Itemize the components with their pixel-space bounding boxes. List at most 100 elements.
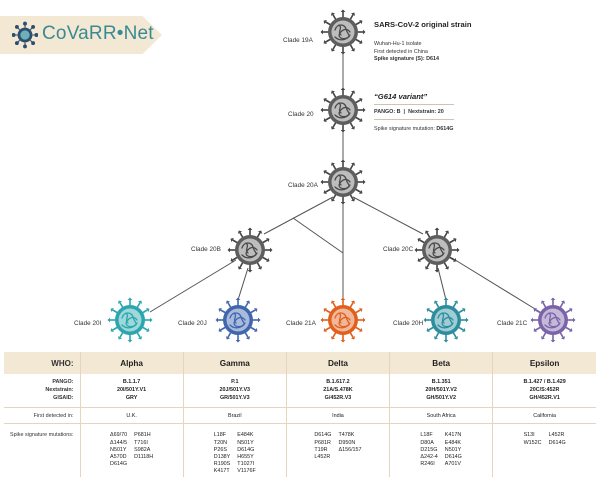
mutation-item: L452R [314, 453, 331, 460]
mutation-item: A701V [444, 460, 461, 467]
mutation-item: D80A [420, 439, 434, 446]
mutation-item: E484K [237, 432, 254, 439]
clade-21a-label: Clade 21A [286, 320, 316, 327]
clade-21c-label: Clade 21C [497, 320, 528, 327]
mutation-item: T716I [134, 439, 148, 446]
clade-20i-label: Clade 20I [74, 320, 102, 327]
g614-spike-signature: Spike signature mutation: D614G [374, 126, 454, 132]
mutation-item: D138Y [213, 453, 231, 460]
virus-alpha-icon [107, 297, 153, 343]
mutation-item: L18F [213, 432, 227, 439]
who-label: WHO: [4, 352, 80, 374]
virus-epsilon-icon [530, 297, 576, 343]
mutation-item: D215G [420, 446, 438, 453]
mutation-item: K417N [444, 432, 462, 439]
mutation-item: T1027I [237, 460, 255, 467]
mutation-item: Δ242-4 [420, 453, 438, 460]
variant-alpha-name: Alpha [79, 352, 184, 374]
mutation-item: D614G [548, 439, 566, 446]
mutation-item: V1176F [237, 467, 256, 474]
virus-delta-icon [320, 297, 366, 343]
beta-first-detected: South Africa [389, 407, 493, 425]
g614-divider-bottom [374, 119, 454, 120]
clade-19a-label: Clade 19A [283, 37, 313, 44]
mutation-item: Δ156/157 [338, 446, 362, 453]
mutation-item: N501Y [237, 439, 254, 446]
variant-table: WHO: Alpha Gamma Delta Beta Epsilon PANG… [4, 352, 596, 477]
mutation-item: D614G [237, 446, 255, 453]
mutation-item: L18F [420, 432, 433, 439]
virus-20c-icon [414, 227, 460, 273]
mutation-item: W152C [523, 439, 542, 446]
mutation-item: H655Y [237, 453, 254, 460]
mutation-item: P681H [134, 432, 151, 439]
mutation-item: D614G [314, 432, 332, 439]
mutation-item: D1118H [134, 453, 154, 460]
table-first-detected-row: First detected in: U.K. Brazil India Sou… [4, 407, 596, 425]
mutation-item: R190S [213, 460, 231, 467]
clade-20h-label: Clade 20H [393, 320, 424, 327]
alpha-first-detected: U.K. [79, 407, 184, 425]
mutation-item: Δ69/70 [110, 432, 128, 439]
mutation-item: D614G [444, 453, 462, 460]
covarr-net-logo: CoVaRR•Net [0, 16, 162, 54]
mutation-item: T20N [213, 439, 227, 446]
virus-gamma-icon [215, 297, 261, 343]
mutation-item: D950N [338, 439, 356, 446]
mutation-item: N501Y [110, 446, 127, 453]
delta-first-detected: India [285, 407, 390, 425]
mutation-item: Δ144/5 [110, 439, 128, 446]
virus-20b-icon [227, 227, 273, 273]
mutation-item: R246I [420, 460, 435, 467]
variant-delta-name: Delta [285, 352, 390, 374]
original-spike-signature: Spike signature (S): D614 [374, 56, 440, 62]
original-first-detected: First detected in China [374, 49, 428, 55]
mutation-item: N501Y [444, 446, 462, 453]
clade-20a-label: Clade 20A [288, 182, 318, 189]
logo-wordmark: CoVaRR•Net [42, 23, 154, 44]
g614-divider-top [374, 104, 454, 105]
variant-beta-name: Beta [389, 352, 493, 374]
variant-gamma-name: Gamma [182, 352, 287, 374]
clade-20b-label: Clade 20B [191, 246, 221, 253]
virus-beta-icon [423, 297, 469, 343]
original-strain-title: SARS-CoV-2 original strain [374, 20, 472, 29]
virus-19a-icon [320, 9, 366, 55]
original-isolate: Wuhan-Hu-1 isolate [374, 41, 422, 47]
mutation-item: P26S [213, 446, 227, 453]
mutation-item: K417T [213, 467, 230, 474]
mutation-item: T478K [338, 432, 355, 439]
lineage-labels: PANGO:Nextstrain:GISAID: [45, 379, 74, 401]
spike-mutations-label: Spike signature mutations: [9, 432, 74, 439]
clade-20c-label: Clade 20C [383, 246, 414, 253]
mutation-item: A570D [110, 453, 127, 460]
mutation-item: T19R [314, 446, 328, 453]
gamma-first-detected: Brazil [182, 407, 287, 425]
mutation-item: L452R [548, 432, 565, 439]
mutation-item: S982A [134, 446, 151, 453]
virus-logo-icon [12, 21, 38, 49]
mutation-item: E484K [444, 439, 461, 446]
mutation-item: S13I [523, 432, 535, 439]
g614-variant-title: “G614 variant” [374, 92, 428, 101]
clade-20j-label: Clade 20J [178, 320, 207, 327]
tree-branches [149, 50, 541, 313]
